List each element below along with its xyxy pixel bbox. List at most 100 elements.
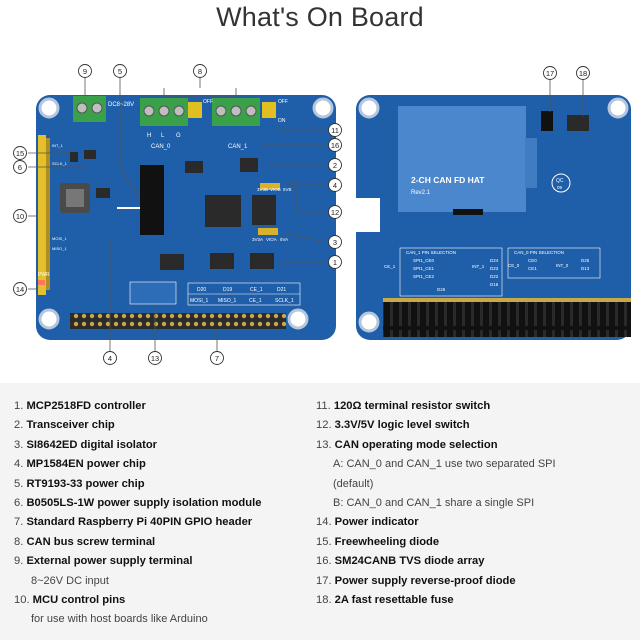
- legend-item: 17. Power supply reverse-proof diode: [316, 574, 516, 587]
- table-sclk1: SCLK_1: [275, 298, 294, 304]
- svg-text:12: 12: [331, 208, 339, 217]
- svg-text:8: 8: [198, 67, 202, 76]
- legend-item: 3. SI8642ED digital isolator: [14, 438, 158, 451]
- pin-spi1-ce2: SPI1_CE2: [413, 274, 435, 279]
- legend-item: 4. MP1584EN power chip: [14, 458, 146, 471]
- svg-text:1: 1: [333, 258, 337, 267]
- legend-item: 11. 120Ω terminal resistor switch: [316, 400, 491, 412]
- hat-title: 2-CH CAN FD HAT: [411, 175, 485, 185]
- mosi-label: MOSI_1: [52, 236, 67, 241]
- svg-text:3: 3: [333, 238, 337, 247]
- on-label-1: ON: [278, 118, 286, 124]
- table-mosi1: MOSI_1: [190, 298, 209, 304]
- legend-item: 13. CAN operating mode selection: [316, 438, 498, 451]
- int1-label: INT_1: [472, 264, 485, 269]
- sw-vioa: VIOA: [266, 237, 277, 242]
- svg-text:15: 15: [16, 149, 24, 158]
- table-miso1: MISO_1: [218, 298, 237, 304]
- can1-pin-title: CAN_1 PIN SELECTION: [406, 250, 456, 255]
- legend-subtext: for use with host boards like Arduino: [31, 613, 208, 626]
- off-label-1: OFF: [278, 99, 288, 105]
- callout-14: 14: [13, 282, 27, 296]
- sw-5va: 5VA: [280, 237, 288, 242]
- svg-text:14: 14: [16, 285, 24, 294]
- pin-d16: D16: [490, 282, 499, 287]
- qc-label: QC: [556, 178, 564, 184]
- reverse-proof-diode: [541, 111, 553, 131]
- can0-pin-title: CAN_0 PIN SELECTION: [514, 250, 564, 255]
- pin-d26: D26: [437, 287, 446, 292]
- legend-panel: 1. MCP2518FD controller 2. Transceiver c…: [0, 383, 640, 640]
- transceiver-chip: [185, 161, 203, 173]
- callout-6: 6: [13, 160, 27, 174]
- legend-item: 8. CAN bus screw terminal: [14, 535, 156, 548]
- legend-item: 10. MCU control pins: [14, 594, 126, 607]
- svg-text:4: 4: [108, 354, 112, 363]
- svg-text:10: 10: [16, 212, 24, 221]
- board-back: 2-CH CAN FD HAT Rev2.1 QC 09 CAN_1 PIN S…: [356, 95, 631, 340]
- table-head-d21: D21: [277, 287, 286, 293]
- can0-label: CAN_0: [151, 144, 171, 150]
- miso-label: MISO_1: [52, 246, 67, 251]
- sw-3v3b: 3V3B: [257, 187, 268, 192]
- mode-select-pads: [129, 281, 177, 305]
- callout-11: 11: [328, 123, 342, 137]
- svg-text:2: 2: [333, 161, 337, 170]
- table-head-d19: D19: [223, 287, 232, 293]
- legend-item: 5. RT9193-33 power chip: [14, 477, 145, 490]
- callout-2: 2: [328, 158, 342, 172]
- svg-text:9: 9: [83, 67, 87, 76]
- ce0-label: CE_0: [508, 263, 520, 268]
- legend-right-column: 11. 120Ω terminal resistor switch 12. 3.…: [316, 397, 636, 610]
- sw-3v3a: 3V3A: [252, 237, 263, 242]
- qc-num: 09: [557, 185, 563, 190]
- table-ce1: CE_1: [249, 298, 262, 304]
- controller-chip-1: [252, 195, 276, 225]
- callout-16: 16: [328, 138, 342, 152]
- l-label: L: [161, 133, 165, 139]
- callout-1: 1: [328, 255, 342, 269]
- pin-d24: D24: [490, 258, 499, 263]
- gpio-header-front: [70, 313, 286, 329]
- pin-d22: D22: [490, 274, 499, 279]
- legend-subtext: (default): [333, 477, 374, 490]
- pin-spi1-ce1: SPI1_CE1: [413, 266, 435, 271]
- callout-13: 13: [148, 351, 162, 365]
- isolation-module: [140, 165, 164, 235]
- callout-5: 5: [113, 64, 127, 78]
- board-front: DC8~28V OFF OFF ON H L G CAN_0 CAN_1 INT…: [36, 95, 336, 340]
- callout-15: 15: [13, 146, 27, 160]
- int-label: INT_1: [52, 143, 64, 148]
- ce1-label: CE_1: [384, 264, 396, 269]
- callout-8: 8: [193, 64, 207, 78]
- legend-subtext: A: CAN_0 and CAN_1 use two separated SPI: [333, 458, 556, 471]
- legend-item: 7. Standard Raspberry Pi 40PIN GPIO head…: [14, 516, 253, 529]
- legend-item: 15. Freewheeling diode: [316, 535, 440, 548]
- svg-text:4: 4: [333, 181, 337, 190]
- resettable-fuse: [567, 115, 589, 131]
- can1-label: CAN_1: [228, 144, 248, 150]
- legend-item: 1. MCP2518FD controller: [14, 400, 146, 412]
- power-led: [38, 280, 45, 285]
- pin-d23: D23: [490, 266, 499, 271]
- svg-text:17: 17: [546, 69, 554, 78]
- sw-5vb: 5VB: [283, 187, 292, 192]
- legend-subtext: 8~26V DC input: [31, 574, 109, 587]
- callout-3: 3: [328, 235, 342, 249]
- sw-viob: VIOB: [270, 187, 281, 192]
- pin-ce1: CE1: [528, 266, 537, 271]
- gpio-header-back: [383, 301, 631, 337]
- legend-item: 6. B0505LS-1W power supply isolation mod…: [14, 497, 262, 510]
- table-head-d20: D20: [197, 287, 206, 293]
- hat-rev: Rev2.1: [411, 190, 431, 196]
- callout-10: 10: [13, 209, 27, 223]
- legend-item: 18. 2A fast resettable fuse: [316, 594, 454, 607]
- legend-item: 16. SM24CANB TVS diode array: [316, 555, 485, 568]
- off-label-0: OFF: [203, 99, 213, 105]
- callout-12: 12: [328, 205, 342, 219]
- callout-7: 7: [210, 351, 224, 365]
- table-head-ce1: CE_1: [250, 287, 263, 293]
- svg-text:5: 5: [118, 67, 122, 76]
- callout-4b: 4: [103, 351, 117, 365]
- svg-text:11: 11: [331, 126, 339, 135]
